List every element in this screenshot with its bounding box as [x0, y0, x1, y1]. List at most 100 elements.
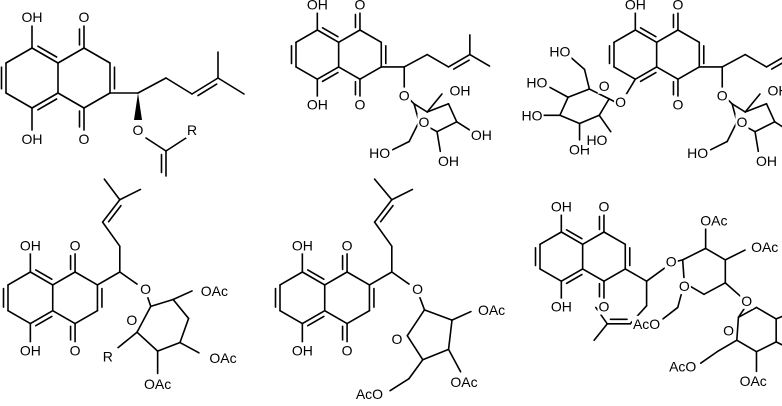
acetate-label: OAc — [740, 373, 767, 389]
bond — [560, 268, 584, 283]
bond — [716, 339, 738, 353]
bond — [559, 114, 581, 125]
bond — [639, 71, 657, 83]
bond — [96, 271, 121, 286]
bond — [74, 271, 99, 286]
ring-oxygen: O — [418, 114, 429, 130]
bond — [119, 271, 138, 285]
label-halo — [20, 131, 44, 147]
bond — [775, 341, 782, 346]
bond — [703, 282, 727, 296]
label-halo — [417, 113, 431, 130]
label-halo — [525, 74, 549, 91]
bond — [737, 306, 758, 319]
hydroxyl-label: OH — [307, 0, 328, 13]
label-halo — [139, 281, 153, 298]
acetate-label: AcO — [669, 358, 696, 374]
bond — [634, 29, 658, 44]
hydroxyl-label: OH — [20, 237, 41, 253]
acetate-label: AcO — [633, 316, 660, 332]
label-halo — [68, 237, 82, 254]
label-halo — [449, 374, 479, 391]
ring-oxygen: O — [736, 114, 747, 130]
glycosidic-oxygen: O — [399, 88, 410, 104]
bond — [567, 88, 591, 99]
hydroxyl-label: HO — [369, 145, 390, 161]
bond — [279, 309, 304, 325]
glycosidic-oxygen: O — [666, 254, 677, 270]
label-halo — [208, 350, 238, 366]
bond — [581, 231, 605, 246]
hydroxyl-label: OH — [22, 9, 43, 25]
bond — [539, 268, 563, 283]
hydroxyl-label: OH — [551, 299, 572, 315]
bond — [117, 331, 138, 349]
label-halo — [20, 9, 44, 25]
label-halo — [548, 43, 572, 60]
bond — [137, 77, 167, 94]
bond — [744, 103, 768, 113]
bond — [744, 93, 761, 113]
label-halo — [750, 238, 780, 255]
hydroxyl-label: OH — [569, 142, 590, 158]
bond — [403, 53, 429, 68]
label-halo — [597, 198, 611, 215]
bond — [770, 62, 782, 70]
bond — [436, 130, 442, 153]
bond — [301, 309, 326, 325]
bond — [172, 290, 193, 301]
bond — [31, 92, 59, 109]
bond — [570, 57, 586, 71]
bond — [359, 66, 383, 80]
bond — [316, 29, 340, 44]
bond — [598, 98, 610, 117]
bond — [179, 341, 200, 354]
bond — [321, 27, 339, 38]
bond — [346, 309, 371, 325]
label-halo — [476, 301, 507, 318]
bond — [737, 306, 746, 319]
bond — [7, 271, 32, 286]
bond — [588, 88, 610, 100]
bond — [721, 53, 747, 68]
bond — [373, 221, 393, 247]
bond — [165, 77, 193, 95]
bond — [447, 103, 458, 123]
bond — [136, 305, 152, 334]
hydroxyl-label: OH — [292, 237, 313, 253]
r-group-label: R — [187, 122, 197, 138]
bond — [390, 271, 410, 285]
label-halo — [677, 278, 691, 295]
bond — [101, 221, 121, 247]
bond — [172, 298, 190, 320]
label-halo — [18, 237, 42, 254]
hydroxyl-label: OH — [551, 199, 572, 215]
bond — [51, 309, 76, 325]
glycosidic-oxygen: O — [615, 94, 626, 110]
bond — [744, 53, 768, 68]
bond — [603, 268, 627, 283]
bond — [29, 309, 54, 325]
hydroxyl-label: HO — [549, 43, 570, 59]
bond — [295, 66, 319, 80]
bond — [735, 339, 758, 353]
bond — [731, 103, 747, 113]
bond — [755, 306, 777, 320]
bond — [119, 188, 142, 201]
bond — [379, 204, 394, 223]
label-halo — [738, 373, 768, 390]
carbonyl-oxygen: O — [673, 0, 684, 13]
bond — [755, 341, 777, 353]
bond — [34, 269, 53, 280]
bond — [677, 66, 701, 80]
bond — [662, 306, 679, 320]
bond — [301, 271, 326, 286]
label-halo — [585, 131, 609, 148]
bond — [29, 271, 54, 286]
label-halo — [614, 94, 628, 111]
ring-oxygen: O — [679, 278, 690, 294]
hydroxyl-label: OH — [292, 342, 313, 358]
bond — [136, 331, 159, 352]
label-halo — [766, 82, 782, 99]
bond — [565, 273, 583, 285]
